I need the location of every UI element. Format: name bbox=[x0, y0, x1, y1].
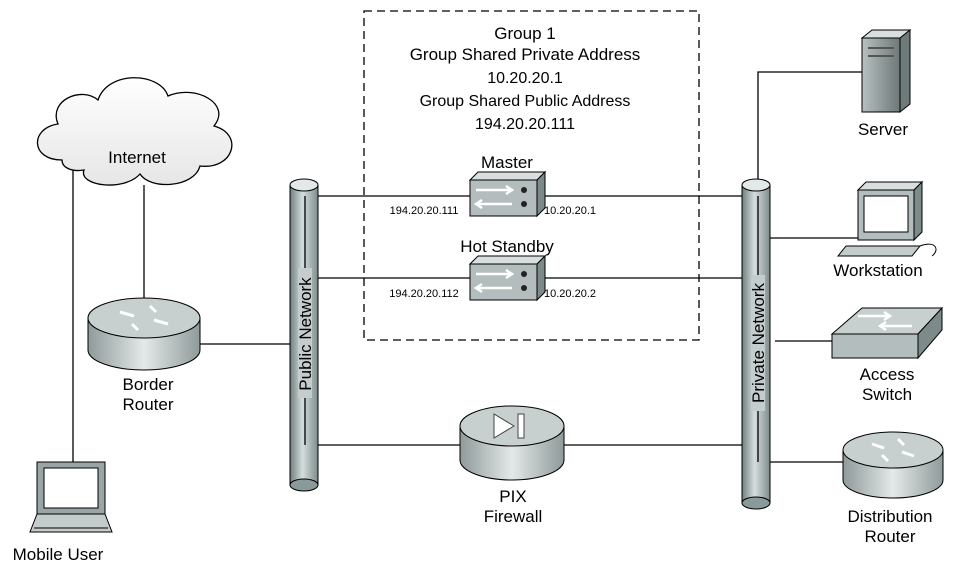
master-public-ip: 194.20.20.111 bbox=[390, 205, 459, 217]
internet-cloud-icon bbox=[36, 77, 233, 186]
access-switch-icon bbox=[830, 306, 944, 360]
border-router-label-line1: Border bbox=[122, 375, 173, 394]
master-label: Master bbox=[481, 153, 533, 172]
internet-label: Internet bbox=[108, 148, 166, 167]
laptop-icon bbox=[29, 461, 113, 533]
group-box bbox=[363, 10, 700, 341]
group-private-address: 10.20.20.1 bbox=[487, 70, 563, 87]
line-public-master bbox=[304, 195, 470, 445]
group-public-label: Group Shared Public Address bbox=[420, 93, 631, 110]
public-network-label-front: Public Network bbox=[296, 277, 315, 391]
master-private-ip: 10.20.20.1 bbox=[544, 205, 596, 217]
distribution-router-label-line2: Router bbox=[864, 527, 915, 546]
standby-appliance-icon bbox=[468, 254, 547, 302]
border-router-label-line2: Router bbox=[122, 395, 173, 414]
group-public-address: 194.20.20.111 bbox=[475, 116, 575, 133]
private-network-label: Private Network bbox=[749, 283, 768, 403]
standby-private-ip: 10.20.20.2 bbox=[544, 288, 596, 300]
distribution-router-icon bbox=[842, 431, 944, 499]
public-label-bg bbox=[298, 268, 312, 398]
server-icon bbox=[860, 28, 912, 114]
server-label: Server bbox=[858, 120, 908, 139]
workstation-icon bbox=[836, 180, 937, 257]
access-switch-label-line1: Access bbox=[860, 365, 915, 384]
distribution-router-label-line1: Distribution bbox=[847, 507, 932, 526]
access-switch-label-line2: Switch bbox=[862, 385, 912, 404]
pix-firewall-icon bbox=[459, 405, 565, 481]
pix-label-line1: PIX bbox=[499, 487, 526, 506]
private-label-bg bbox=[751, 275, 765, 411]
group-title: Group 1 bbox=[494, 24, 555, 43]
standby-label: Hot Standby bbox=[460, 237, 554, 256]
border-router-icon bbox=[87, 297, 201, 371]
mobile-user-label: Mobile User bbox=[13, 545, 104, 564]
master-appliance-icon bbox=[468, 170, 547, 218]
workstation-label: Workstation bbox=[833, 261, 922, 280]
standby-public-ip: 194.20.20.112 bbox=[389, 288, 459, 300]
pix-label-line2: Firewall bbox=[484, 507, 543, 526]
group-private-label: Group Shared Private Address bbox=[410, 45, 641, 64]
